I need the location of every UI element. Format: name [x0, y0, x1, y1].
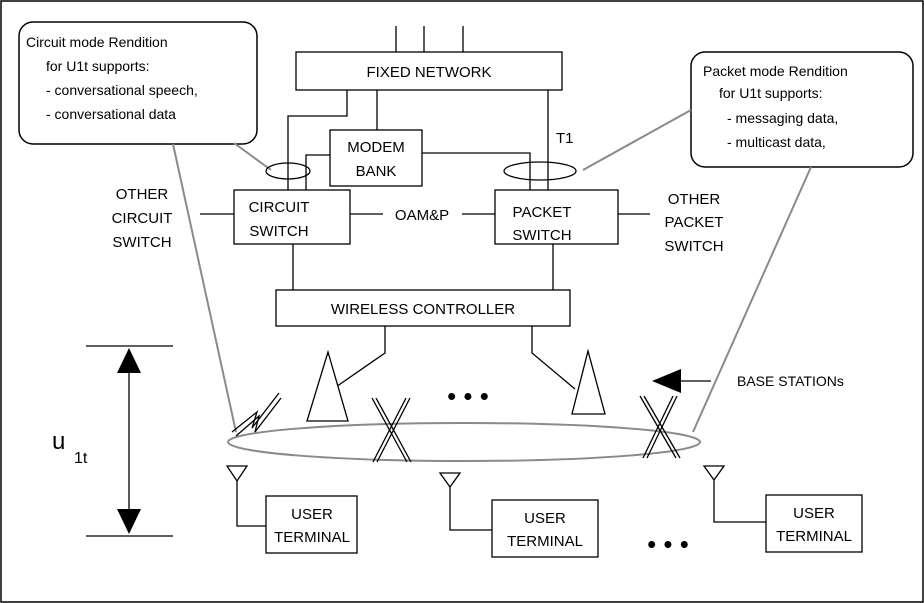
- svg-text:Circuit mode Rendition: Circuit mode Rendition: [26, 34, 168, 50]
- modem-bank-label-line1: MODEM: [347, 139, 405, 156]
- other-packet-switch-label: OTHER PACKET SWITCH: [664, 191, 723, 255]
- svg-text:- messaging data,: - messaging data,: [727, 110, 838, 126]
- svg-text:OTHER: OTHER: [116, 186, 169, 203]
- packet-mode-callout: Packet mode Rendition for U1t supports: …: [690, 51, 914, 168]
- user-terminal-2: USER TERMINAL: [438, 472, 599, 558]
- fixed-network-label: FIXED NETWORK: [366, 64, 491, 81]
- svg-text:- multicast data,: - multicast data,: [727, 134, 826, 150]
- wireless-controller-label: WIRELESS CONTROLLER: [331, 301, 515, 318]
- svg-text:- conversational data: - conversational data: [46, 106, 176, 122]
- svg-text:USER: USER: [291, 506, 333, 523]
- u1t-symbol: u: [52, 428, 65, 455]
- svg-text:USER: USER: [524, 510, 566, 527]
- u1t-dimension: u 1t: [52, 345, 173, 537]
- user-terminal-1: USER TERMINAL: [225, 465, 358, 554]
- circuit-switch-label-line1: CIRCUIT: [249, 199, 310, 216]
- packet-switch-box: PACKET SWITCH: [494, 189, 619, 245]
- svg-text:USER: USER: [793, 505, 835, 522]
- base-station-triangle-2: [571, 348, 606, 415]
- circuit-switch-label-line2: SWITCH: [249, 223, 308, 240]
- svg-text:SWITCH: SWITCH: [664, 238, 723, 255]
- base-stations-pointer: BASE STATIONs: [652, 369, 844, 393]
- callout-leaders: [172, 109, 812, 462]
- svg-text:CIRCUIT: CIRCUIT: [112, 210, 173, 227]
- fixed-network-box: FIXED NETWORK: [295, 51, 563, 91]
- svg-text:OTHER: OTHER: [668, 191, 721, 208]
- t1-label: T1: [556, 130, 574, 147]
- circuit-switch-box: CIRCUIT SWITCH: [233, 189, 351, 245]
- base-station-antennas: [306, 348, 606, 422]
- user-terminal-3: USER TERMINAL: [702, 465, 863, 553]
- other-circuit-switch-label: OTHER CIRCUIT SWITCH: [112, 186, 173, 251]
- connection-lines: [200, 90, 650, 390]
- wireless-controller-box: WIRELESS CONTROLLER: [275, 289, 571, 327]
- svg-text:for U1t supports:: for U1t supports:: [719, 85, 823, 101]
- radio-link-symbols: [231, 392, 681, 463]
- svg-text:- conversational speech,: - conversational speech,: [46, 82, 198, 98]
- base-station-triangle-1: [306, 349, 349, 422]
- svg-text:PACKET: PACKET: [665, 214, 724, 231]
- svg-text:TERMINAL: TERMINAL: [507, 533, 583, 550]
- base-stations-label: BASE STATIONs: [737, 373, 844, 389]
- u1t-up-arrow-icon: [117, 348, 141, 373]
- svg-text:SWITCH: SWITCH: [112, 234, 171, 251]
- svg-text:Packet mode Rendition: Packet mode Rendition: [703, 63, 848, 79]
- svg-text:TERMINAL: TERMINAL: [776, 528, 852, 545]
- packet-switch-label-line1: PACKET: [513, 204, 572, 221]
- oamp-label: OAM&P: [395, 207, 449, 224]
- terminal-ellipsis: • • •: [647, 529, 689, 559]
- u1t-down-arrow-icon: [117, 509, 141, 534]
- base-station-ellipsis: • • •: [447, 381, 489, 411]
- terminal-antenna-icon: [225, 465, 249, 483]
- circuit-mode-callout: Circuit mode Rendition for U1t supports:…: [18, 21, 258, 145]
- terminal-antenna-icon: [438, 472, 462, 489]
- u1t-subscript: 1t: [74, 450, 88, 467]
- svg-text:TERMINAL: TERMINAL: [274, 529, 350, 546]
- svg-text:for U1t supports:: for U1t supports:: [46, 58, 150, 74]
- modem-bank-box: MODEM BANK: [329, 129, 423, 187]
- modem-bank-label-line2: BANK: [356, 163, 397, 180]
- terminal-antenna-icon: [702, 465, 726, 482]
- base-stations-arrow-icon: [652, 369, 681, 393]
- packet-switch-label-line2: SWITCH: [512, 227, 571, 244]
- fixed-network-trunks: [395, 26, 464, 52]
